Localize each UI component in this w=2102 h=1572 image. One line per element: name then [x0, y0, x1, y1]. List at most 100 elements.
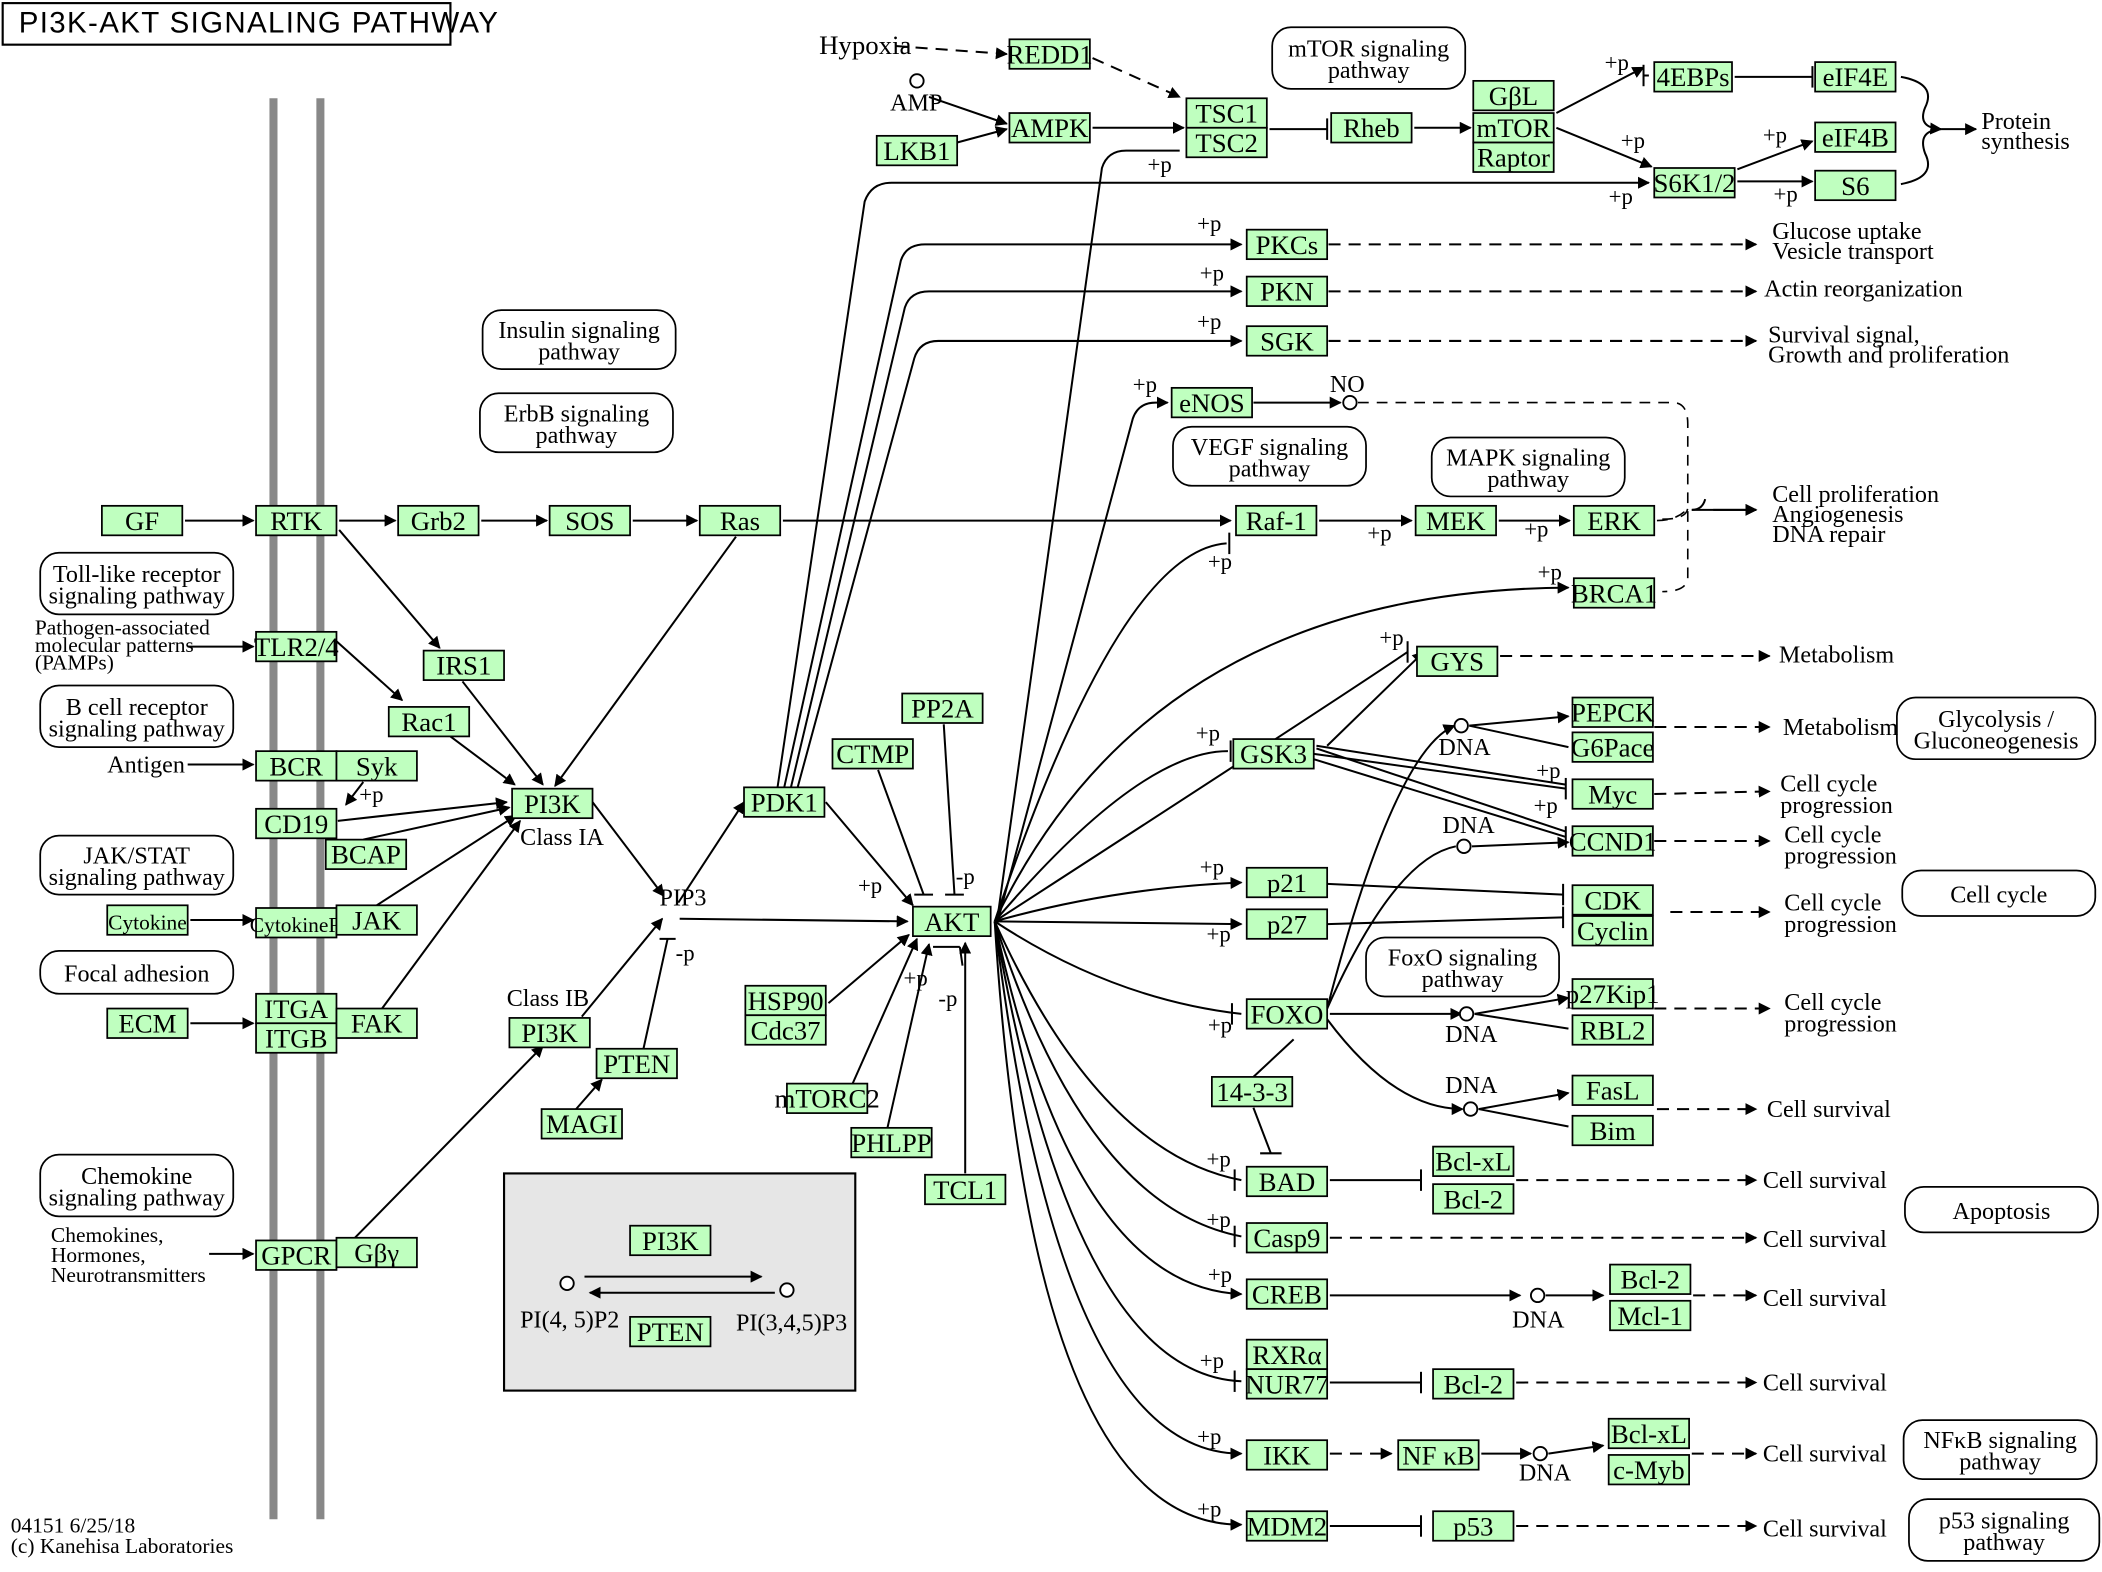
gene-gf[interactable]: GF — [101, 504, 184, 537]
gene-gby[interactable]: Gβγ — [335, 1236, 418, 1269]
gene-ctmp[interactable]: CTMP — [831, 738, 914, 770]
gene-cmyb[interactable]: c-Myb — [1607, 1454, 1690, 1486]
gene-nfkb[interactable]: NF κB — [1397, 1439, 1480, 1471]
gene-pi3k-b[interactable]: PI3K — [508, 1017, 591, 1049]
gene-syk[interactable]: Syk — [335, 750, 418, 782]
gene-p53[interactable]: p53 — [1432, 1510, 1515, 1542]
gene-cytokine[interactable]: Cytokine — [106, 904, 189, 936]
gene-redd1[interactable]: REDD1 — [1006, 38, 1093, 70]
gene-mtor[interactable]: mTOR — [1472, 112, 1555, 144]
gene-itgb[interactable]: ITGB — [255, 1022, 338, 1054]
gene-bcl2-1[interactable]: Bcl-2 — [1432, 1183, 1515, 1215]
gene-gbl[interactable]: GβL — [1472, 79, 1555, 112]
gene-mdm2[interactable]: MDM2 — [1245, 1510, 1329, 1542]
gene-nur77[interactable]: NUR77 — [1245, 1368, 1329, 1400]
gene-1433[interactable]: 14-3-3 — [1210, 1076, 1294, 1108]
pathway-link-apoptosis[interactable]: Apoptosis — [1904, 1185, 2099, 1234]
gene-bcl2-3[interactable]: Bcl-2 — [1432, 1368, 1515, 1400]
pathway-link-cellcycle[interactable]: Cell cycle — [1901, 869, 2097, 917]
pathway-link-focal[interactable]: Focal adhesion — [39, 950, 235, 995]
gene-sgk[interactable]: SGK — [1245, 325, 1329, 357]
gene-bad[interactable]: BAD — [1245, 1165, 1329, 1198]
gene-bcl2-2[interactable]: Bcl-2 — [1609, 1263, 1692, 1295]
gene-sos[interactable]: SOS — [548, 504, 631, 537]
gene-inset-pten[interactable]: PTEN — [629, 1315, 712, 1348]
gene-jak[interactable]: JAK — [335, 904, 418, 936]
gene-g6pace[interactable]: G6Pace — [1571, 731, 1654, 763]
gene-s6[interactable]: S6 — [1814, 169, 1897, 202]
gene-itga[interactable]: ITGA — [255, 992, 338, 1025]
gene-mcl1[interactable]: Mcl-1 — [1609, 1299, 1692, 1332]
gene-foxo[interactable]: FOXO — [1245, 998, 1329, 1030]
gene-grb2[interactable]: Grb2 — [397, 504, 480, 537]
gene-pepck[interactable]: PEPCK — [1571, 696, 1655, 728]
gene-cytokiner[interactable]: CytokineR — [250, 907, 344, 939]
gene-gsk3[interactable]: GSK3 — [1232, 738, 1315, 770]
gene-raf1[interactable]: Raf-1 — [1235, 504, 1318, 537]
gene-mtorc2[interactable]: mTORC2 — [775, 1082, 880, 1114]
gene-eif4b[interactable]: eIF4B — [1814, 121, 1897, 153]
gene-pkcs[interactable]: PKCs — [1245, 228, 1329, 261]
gene-tsc2[interactable]: TSC2 — [1185, 126, 1268, 159]
gene-mek[interactable]: MEK — [1414, 504, 1497, 537]
gene-pp2a[interactable]: PP2A — [901, 692, 984, 724]
gene-ecm[interactable]: ECM — [106, 1007, 189, 1039]
gene-rxra[interactable]: RXRα — [1245, 1338, 1329, 1371]
gene-akt[interactable]: AKT — [912, 905, 992, 938]
gene-tsc1[interactable]: TSC1 — [1185, 97, 1268, 129]
gene-bclxl-1[interactable]: Bcl-xL — [1432, 1145, 1515, 1177]
gene-bcap[interactable]: BCAP — [324, 838, 408, 870]
gene-gpcr[interactable]: GPCR — [255, 1239, 338, 1271]
pathway-link-glyco[interactable]: Glycolysis /Gluconeogenesis — [1896, 696, 2097, 761]
gene-bcr[interactable]: BCR — [255, 750, 338, 782]
gene-rac1[interactable]: Rac1 — [387, 706, 471, 738]
gene-irs1[interactable]: IRS1 — [422, 649, 505, 681]
gene-brca1[interactable]: BRCA1 — [1571, 577, 1657, 609]
gene-inset-pi3k[interactable]: PI3K — [629, 1224, 712, 1257]
gene-raptor[interactable]: Raptor — [1472, 141, 1555, 173]
gene-magi[interactable]: MAGI — [540, 1108, 623, 1140]
gene-pi3k-a[interactable]: PI3K — [511, 787, 594, 820]
gene-pkn[interactable]: PKN — [1245, 275, 1329, 307]
gene-cd19[interactable]: CD19 — [255, 807, 338, 840]
gene-cyclin[interactable]: Cyclin — [1571, 915, 1654, 947]
gene-lkb1[interactable]: LKB1 — [875, 134, 959, 167]
gene-p27kip1[interactable]: p27Kip1 — [1566, 978, 1660, 1010]
gene-cdk[interactable]: CDK — [1571, 884, 1654, 916]
gene-gys[interactable]: GYS — [1416, 645, 1499, 677]
gene-rheb[interactable]: Rheb — [1330, 112, 1413, 144]
gene-ikk[interactable]: IKK — [1245, 1439, 1329, 1471]
gene-creb[interactable]: CREB — [1245, 1278, 1329, 1310]
gene-rtk[interactable]: RTK — [255, 504, 338, 537]
gene-rbl2[interactable]: RBL2 — [1571, 1014, 1654, 1046]
gene-phlpp[interactable]: PHLPP — [850, 1126, 933, 1159]
gene-bclxl-2[interactable]: Bcl-xL — [1607, 1417, 1690, 1450]
gene-tlr24[interactable]: TLR2/4 — [254, 630, 339, 663]
gene-cdc37[interactable]: Cdc37 — [744, 1014, 827, 1046]
gene-fak[interactable]: FAK — [335, 1007, 418, 1039]
gene-tcl1[interactable]: TCL1 — [924, 1173, 1007, 1206]
gene-s6k12[interactable]: S6K1/2 — [1653, 167, 1736, 199]
gene-ccnd1[interactable]: CCND1 — [1569, 825, 1657, 857]
gene-erk[interactable]: ERK — [1572, 504, 1656, 537]
gene-myc[interactable]: Myc — [1571, 778, 1654, 810]
gene-pdk1[interactable]: PDK1 — [743, 786, 826, 818]
gene-casp9[interactable]: Casp9 — [1245, 1222, 1329, 1254]
gene-p21[interactable]: p21 — [1245, 866, 1329, 899]
gene-ras[interactable]: Ras — [698, 504, 782, 537]
gene-bim[interactable]: Bim — [1571, 1114, 1654, 1147]
gene-enos[interactable]: eNOS — [1170, 386, 1253, 419]
gene-hsp90[interactable]: HSP90 — [744, 984, 827, 1017]
gene-4ebps[interactable]: 4EBPs — [1653, 61, 1733, 93]
